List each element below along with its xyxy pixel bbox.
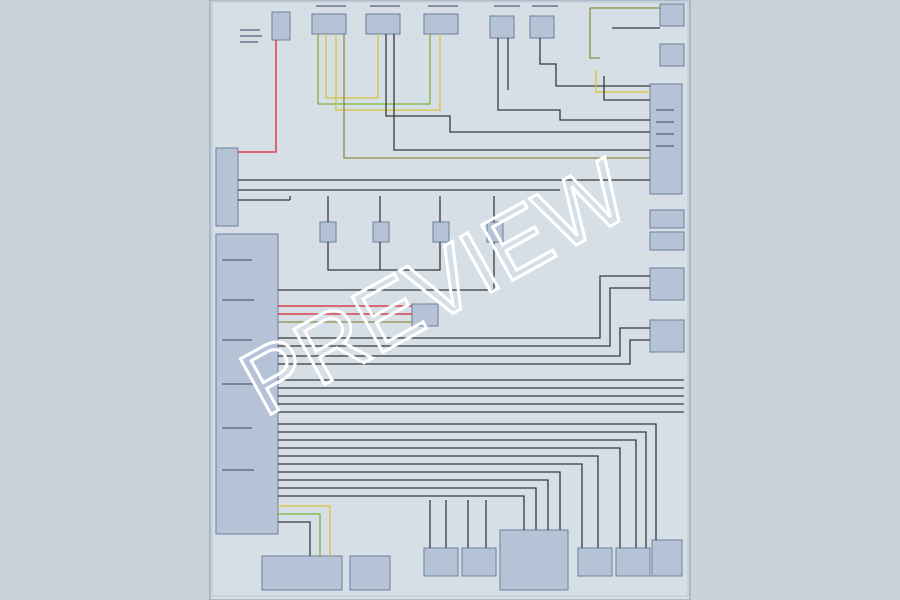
center-relay [411,303,439,327]
fuse-box-connector [271,11,291,41]
vanity-lamp-upper [659,3,685,27]
diagram-frame [211,1,689,597]
vanity-lamp-lower [659,43,685,67]
sunroof-switch-left [311,13,347,35]
wires [238,7,684,556]
courtesy-lamps [319,221,504,327]
sunroof-switch-right [423,13,459,35]
center-console-module [499,529,569,591]
diagram-sheet [209,0,691,600]
glove-compartment-switch [529,15,555,39]
right-side-components [649,209,685,353]
upper-control-module [649,83,683,195]
top-connectors [271,3,685,67]
bottom-components [261,529,683,591]
front-control-module [215,147,239,227]
label-strokes [222,5,674,471]
sunroof-switch-center [365,13,401,35]
glove-compartment-lamp [489,15,515,39]
